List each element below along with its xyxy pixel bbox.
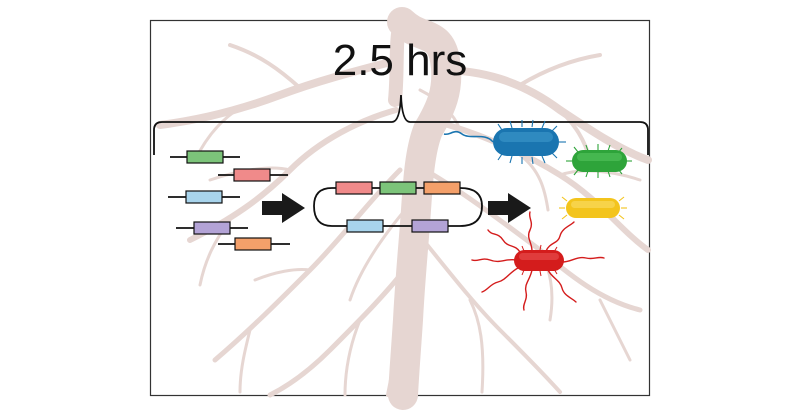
bacterium-red-icon (471, 211, 605, 311)
plasmid-gene-blue (346, 219, 384, 233)
plasmid-gene-purple (411, 219, 449, 233)
duration-title: 2.5 hrs (333, 36, 468, 85)
plasmid-gene-orange (423, 181, 461, 195)
bacterium-green-icon (566, 144, 632, 178)
gene-fragments (168, 150, 290, 251)
gene-fragment-orange (218, 237, 290, 251)
right-arrow-icon (262, 193, 305, 223)
gene-fragment-blue (168, 190, 240, 204)
gene-fragment-purple (176, 221, 248, 235)
time-span-brace (153, 94, 649, 155)
bacterium-yellow-icon (559, 196, 627, 220)
plasmid-gene-pink (335, 181, 373, 195)
plasmid-icon (313, 181, 483, 233)
right-arrow-icon (488, 193, 531, 223)
plasmid-gene-green (379, 181, 417, 195)
gene-fragment-pink (218, 168, 288, 182)
bacterium-blue-icon (443, 119, 566, 165)
gene-fragment-green (170, 150, 240, 164)
